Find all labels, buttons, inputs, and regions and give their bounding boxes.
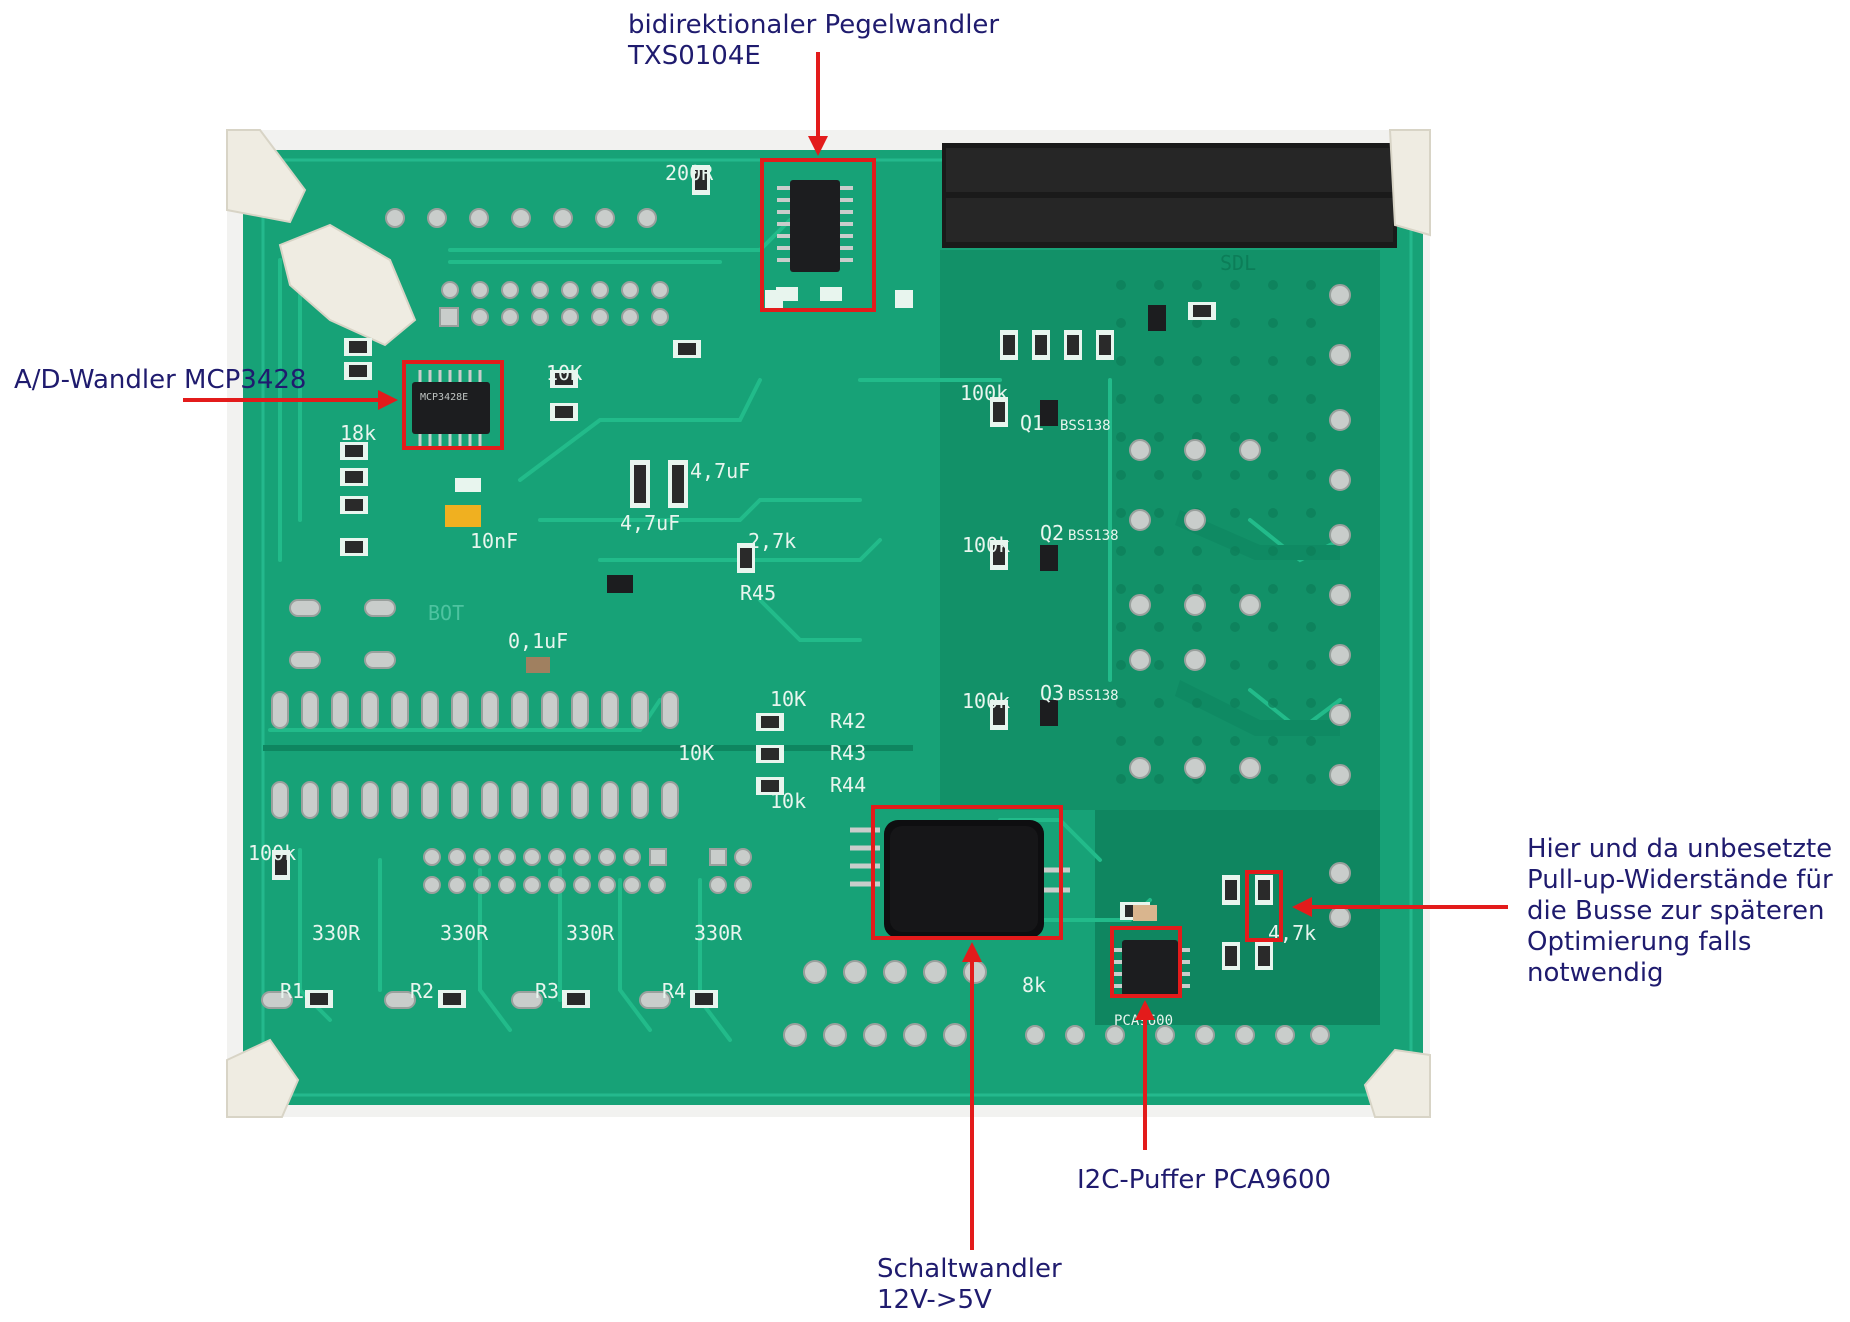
label-pullups-line3: die Busse zur späteren [1527,896,1825,926]
silk-27k: 2,7k [748,529,796,553]
mcp-chip-marking: MCP3428E [420,392,468,403]
silk-cap-01uf: 0,1uF [508,629,568,653]
silk-330r-1: 330R [312,921,361,945]
txs0104e-chip [776,180,853,301]
silk-r43: R43 [830,741,866,765]
label-adc-text: A/D-Wandler MCP3428 [14,365,307,395]
gpio-header [942,143,1397,248]
silk-bss138-a: BSS138 [1060,418,1111,434]
header-pads-top [385,208,669,327]
silk-r45: R45 [740,581,776,605]
label-adc: A/D-Wandler MCP3428 [14,365,306,396]
silk-bss138-c: BSS138 [1068,688,1119,704]
silk-8k: 8k [1022,973,1046,997]
oval-pads-left [261,599,671,1009]
label-pullups-line2: Pull-up-Widerstände für [1527,865,1833,895]
pads-bottom [783,960,1330,1047]
box-level-shifter [760,158,876,312]
box-pullups [1245,870,1283,942]
silkscreen-text: BOT 0,1uF 10nF 4,7uF 4,7uF 2,7k R45 10K … [248,161,1316,1029]
label-level-shifter-line2: TXS0104E [628,41,761,71]
silk-r44: R44 [830,773,866,797]
silk-100k-c: 100k [962,689,1010,713]
silk-10k-c: 10k [770,789,806,813]
silk-q2: Q2 [1040,521,1064,545]
silk-100k-b: 100k [962,533,1010,557]
silk-r4: R4 [662,979,686,1003]
box-regulator [871,805,1063,940]
standoffs [226,129,1431,1118]
label-pullups-line1: Hier und da unbesetzte [1527,834,1833,864]
silk-r42: R42 [830,709,866,733]
switching-regulator-module [850,820,1070,938]
silk-100k-d: 100k [248,841,296,865]
oval-pads-row-1 [271,691,679,729]
pca9600-chip [1110,940,1190,996]
silk-330r-4: 330R [694,921,743,945]
label-level-shifter-line1: bidirektionaler Pegelwandler [628,10,1000,40]
annotation-boxes [402,158,1283,998]
silk-r1: R1 [280,979,304,1003]
silk-r3: R3 [535,979,559,1003]
label-regulator-line2: 12V->5V [877,1285,992,1315]
silk-r2: R2 [410,979,434,1003]
transistors [607,305,1166,726]
silk-10k-b: 10K [678,741,714,765]
silk-sdl: SDL [1220,251,1256,275]
label-pullups-line5: notwendig [1527,958,1664,988]
pads-right [1129,284,1351,928]
box-i2c-buffer [1110,926,1182,998]
silk-18k: 18k [340,421,376,445]
silk-100k-a: 100k [960,381,1008,405]
oval-pads-row-2 [271,781,679,819]
smd-capacitors [445,460,1157,921]
silk-q1: Q1 [1020,411,1044,435]
label-pullups-line4: Optimierung falls [1527,927,1752,957]
silk-47uf-a: 4,7uF [620,511,680,535]
mcp3428-chip: MCP3428E [412,370,490,446]
silk-bss138-b: BSS138 [1068,528,1119,544]
silk-10k-d: 10K [546,361,582,385]
silk-q3: Q3 [1040,681,1064,705]
label-i2c-buffer: I2C-Puffer PCA9600 [1077,1165,1331,1196]
box-adc [402,360,504,450]
silk-10k-a: 10K [770,687,806,711]
silk-47uf-b: 4,7uF [690,459,750,483]
silk-330r-2: 330R [440,921,489,945]
label-regulator-line1: Schaltwandler [877,1254,1062,1284]
silk-10nf: 10nF [470,529,518,553]
silk-330r-3: 330R [566,921,615,945]
silk-200r: 200R [665,161,714,185]
silk-bot: BOT [428,601,464,625]
annotation-arrows [183,52,1508,1250]
label-i2c-buffer-text: I2C-Puffer PCA9600 [1077,1165,1332,1195]
pin-header-pads [423,848,752,894]
